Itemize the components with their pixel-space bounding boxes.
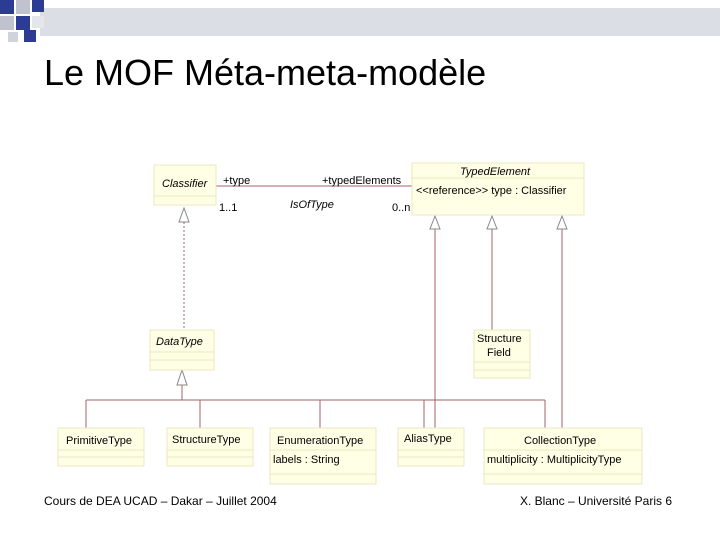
class-name: Structure bbox=[477, 333, 522, 345]
footer-left: Cours de DEA UCAD – Dakar – Juillet 2004 bbox=[44, 494, 277, 508]
association-name: IsOfType bbox=[290, 199, 334, 211]
class-name: TypedElement bbox=[460, 166, 531, 178]
class-attribute: <<reference>> type : Classifier bbox=[416, 185, 567, 197]
class-structure-field: Structure Field bbox=[473, 329, 531, 379]
multiplicity-label: 0..n bbox=[392, 202, 410, 214]
class-alias-type: AliasType bbox=[397, 427, 465, 467]
footer-right: X. Blanc – Université Paris 6 bbox=[519, 494, 672, 508]
class-collection-type: CollectionType multiplicity : Multiplici… bbox=[483, 427, 643, 485]
deco-square bbox=[16, 0, 30, 14]
generalization-arrowhead bbox=[176, 368, 188, 386]
class-attribute: labels : String bbox=[273, 454, 340, 466]
class-data-type: DataType bbox=[149, 329, 215, 371]
generalization-arrowhead bbox=[556, 214, 568, 230]
class-name: EnumerationType bbox=[277, 435, 363, 447]
deco-bar bbox=[40, 8, 720, 36]
generalization-arrowhead bbox=[178, 206, 190, 223]
deco-square bbox=[32, 0, 44, 12]
deco-square bbox=[0, 16, 14, 30]
multiplicity-label: 1..1 bbox=[219, 202, 237, 214]
class-enumeration-type: EnumerationType labels : String bbox=[269, 427, 377, 485]
class-structure-type: StructureType bbox=[166, 427, 254, 467]
role-label: +typedElements bbox=[322, 175, 402, 187]
class-classifier: Classifier bbox=[153, 164, 217, 206]
class-attribute: multiplicity : MultiplicityType bbox=[487, 454, 621, 466]
class-name: PrimitiveType bbox=[66, 435, 132, 447]
generalization-arrowhead bbox=[429, 214, 441, 230]
deco-square bbox=[8, 32, 18, 42]
deco-square bbox=[16, 16, 30, 30]
class-primitive-type: PrimitiveType bbox=[57, 427, 145, 467]
deco-square bbox=[32, 16, 44, 28]
deco-square bbox=[0, 0, 14, 14]
slide-title: Le MOF Méta-meta-modèle bbox=[44, 52, 487, 93]
deco-square bbox=[24, 30, 36, 42]
class-name: AliasType bbox=[404, 433, 452, 445]
generalization-arrowhead bbox=[486, 214, 498, 230]
class-name: CollectionType bbox=[524, 435, 596, 447]
class-name: DataType bbox=[156, 336, 203, 348]
class-name: Field bbox=[487, 347, 511, 359]
role-label: +type bbox=[223, 175, 250, 187]
class-name: Classifier bbox=[162, 178, 209, 190]
class-name: StructureType bbox=[172, 434, 240, 446]
class-typed-element: TypedElement <<reference>> type : Classi… bbox=[411, 162, 585, 216]
